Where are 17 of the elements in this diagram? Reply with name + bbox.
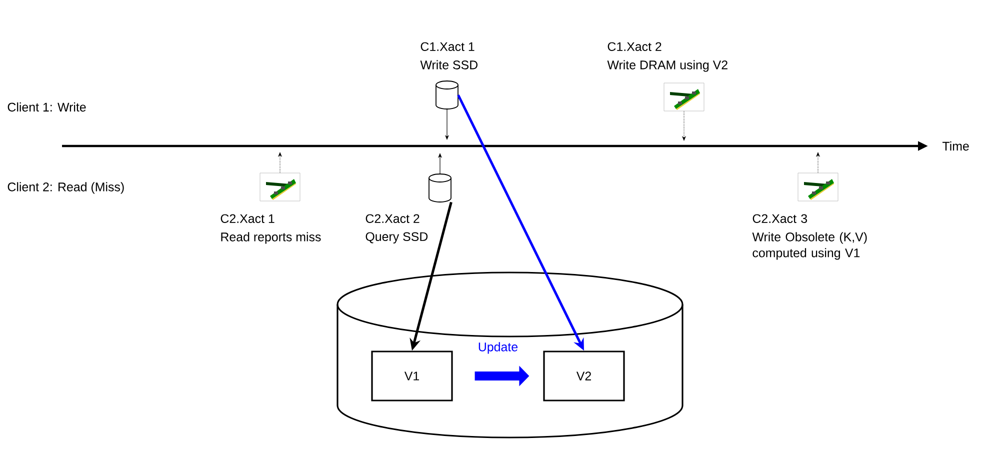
caption-text: Write Obsolete (K,V) computed using V1 — [752, 232, 867, 260]
row-label: Client 1: Write — [8, 102, 86, 112]
caption-text: Write DRAM using V2 — [607, 60, 728, 72]
value-box: V2 — [543, 350, 625, 402]
edge-label: Update — [476, 341, 520, 355]
value-box: V1 — [371, 350, 453, 402]
caption-text: C1.Xact 1 — [420, 42, 474, 52]
caption-text: C1.Xact 2 — [608, 42, 662, 52]
database-cylinder — [336, 272, 684, 438]
row-label: Time — [942, 141, 969, 151]
caption-text: C2.Xact 2 — [366, 214, 420, 223]
caption-text: C2.Xact 3 — [752, 214, 808, 223]
row-label: Client 2: Read (Miss) — [8, 182, 124, 194]
caption-text: Write SSD — [420, 60, 478, 70]
caption-text: C2.Xact 1 — [220, 214, 274, 223]
caption-text: Query SSD — [366, 232, 428, 244]
caption-text: Read reports miss — [221, 232, 321, 244]
